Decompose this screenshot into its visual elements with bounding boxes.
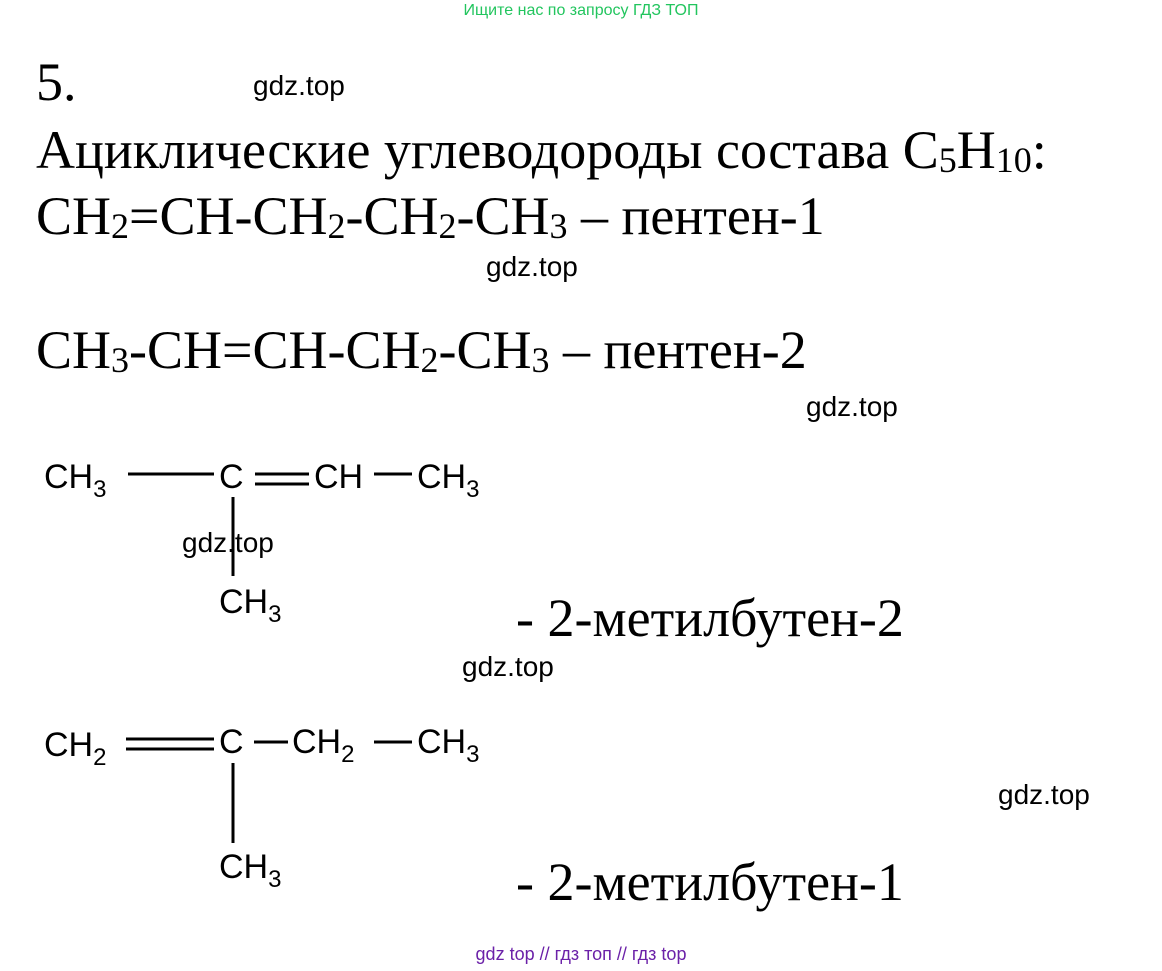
f1-sub2: 2 — [327, 206, 346, 246]
f2-sub3: 3 — [531, 340, 550, 380]
s1-group-ch: CH — [314, 458, 364, 496]
watermark: gdz.top — [253, 70, 345, 101]
formula-pentene-2: CH3-CH=CH-CH2-CH3 – пентен-2 — [36, 320, 807, 390]
f2-part1: CH — [36, 320, 112, 380]
s1-carbon: C — [219, 458, 244, 496]
s2-g3-text: CH — [417, 723, 467, 761]
f1-sub1: 2 — [111, 206, 130, 246]
s2-group-ch2-mid: CH2 — [292, 723, 354, 769]
s2-branch-ch3: CH3 — [219, 848, 281, 894]
f1-part2: =CH-CH — [129, 186, 328, 246]
s1-name: - 2-метилбутен-2 — [516, 588, 904, 648]
f1-part1: CH — [36, 186, 112, 246]
f1-sub3: 2 — [438, 206, 457, 246]
watermark: gdz.top — [998, 779, 1090, 810]
task-intro: Ациклические углеводороды состава C5H10: — [36, 120, 1047, 190]
watermark: gdz.top — [806, 391, 898, 422]
intro-colon: : — [1031, 120, 1047, 180]
s2-g1-sub: 2 — [93, 744, 107, 771]
s1-g1-sub: 3 — [93, 476, 107, 503]
f1-sub4: 3 — [549, 206, 568, 246]
s1-branch-text: CH — [219, 583, 269, 621]
f1-name: – пентен-1 — [567, 186, 825, 246]
footer-watermark[interactable]: gdz top // гдз топ // гдз top — [475, 944, 687, 964]
f2-part2: -CH=CH-CH — [129, 320, 421, 380]
watermark: gdz.top — [462, 651, 554, 682]
s2-group-ch3-right: CH3 — [417, 723, 479, 769]
f2-sub2: 2 — [420, 340, 439, 380]
s2-g1-text: CH — [44, 726, 94, 764]
f2-sub1: 3 — [111, 340, 130, 380]
intro-sub-5: 5 — [938, 140, 957, 180]
intro-text: Ациклические углеводороды состава C — [36, 120, 939, 180]
f2-name: – пентен-2 — [549, 320, 807, 380]
s2-name: - 2-метилбутен-1 — [516, 852, 904, 912]
s2-g3-sub: 3 — [466, 741, 480, 768]
task-number: 5. — [36, 52, 77, 112]
f1-part4: -CH — [456, 186, 550, 246]
s2-branch-text: CH — [219, 848, 269, 886]
s1-group-ch3-left: CH3 — [44, 458, 106, 504]
s2-g2-text: CH — [292, 723, 342, 761]
watermark: gdz.top — [486, 251, 578, 282]
s1-g3-sub: 3 — [466, 476, 480, 503]
s1-g3-text: CH — [417, 458, 467, 496]
s2-g2-sub: 2 — [341, 741, 355, 768]
s2-branch-sub: 3 — [268, 866, 282, 893]
s1-g1-text: CH — [44, 458, 94, 496]
s1-group-ch3-right: CH3 — [417, 458, 479, 504]
intro-sub-10: 10 — [995, 140, 1032, 180]
f1-part3: -CH — [345, 186, 439, 246]
s1-branch-sub: 3 — [268, 601, 282, 628]
formula-pentene-1: CH2=CH-CH2-CH2-CH3 – пентен-1 — [36, 186, 825, 256]
watermark: gdz.top — [182, 527, 274, 558]
top-banner[interactable]: Ищите нас по запросу ГДЗ ТОП — [463, 2, 699, 19]
s2-group-ch2: CH2 — [44, 726, 106, 772]
f2-part3: -CH — [438, 320, 532, 380]
s2-carbon: C — [219, 723, 244, 761]
intro-h: H — [956, 120, 996, 180]
s1-branch-ch3: CH3 — [219, 583, 281, 629]
